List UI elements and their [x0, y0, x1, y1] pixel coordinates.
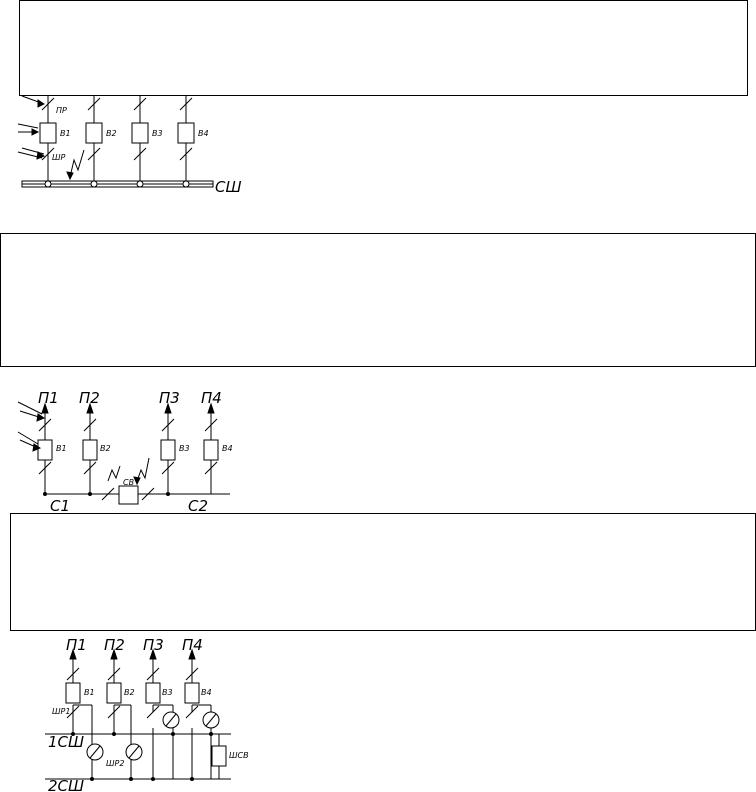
text-frame-1	[19, 0, 748, 96]
label-b2: В2	[106, 129, 117, 138]
breaker-b1	[39, 122, 57, 144]
label-p2: П2	[79, 389, 100, 407]
scheme-3-double-bus	[45, 648, 231, 781]
label-b3: В3	[162, 688, 173, 697]
breaker-b3	[131, 122, 149, 144]
label-b1: В1	[60, 129, 71, 138]
label-p3: П3	[143, 636, 164, 654]
bus-coupler-shsv	[211, 745, 227, 767]
scheme-1-labels: ПР В1 В2 В3 В4 ШР СШ	[52, 106, 242, 196]
label-b1: В1	[84, 688, 95, 697]
text-frame-3	[10, 513, 756, 631]
label-1sh-bus: 1СШ	[48, 733, 84, 751]
scheme-3-labels: П1 П2 П3 П4 В1 В2 В3 В4 ШР1 ШР2 ШСВ 1СШ …	[48, 636, 249, 792]
label-p3: П3	[159, 389, 180, 407]
label-shr: ШР	[52, 153, 66, 162]
breaker-b4	[177, 122, 195, 144]
breaker-b2	[85, 122, 103, 144]
text-frame-2	[0, 233, 756, 367]
label-p4: П4	[201, 389, 222, 407]
label-b1: В1	[56, 444, 67, 453]
label-b4: В4	[198, 129, 209, 138]
label-shr1: ШР1	[52, 707, 70, 716]
label-b3: В3	[179, 444, 190, 453]
scheme-2-sectioned-bus	[17, 401, 230, 505]
label-p1: П1	[66, 636, 87, 654]
label-section-c1: С1	[50, 497, 70, 515]
label-sv: СВ	[123, 478, 134, 487]
label-shsv: ШСВ	[229, 751, 249, 760]
sectional-breaker	[118, 485, 139, 505]
label-shr2: ШР2	[106, 759, 124, 768]
label-p2: П2	[104, 636, 125, 654]
scheme-2-labels: П1 П2 П3 П4 В1 В2 В3 В4 СВ С1 С2	[38, 389, 233, 515]
label-sh-bus: СШ	[215, 178, 242, 196]
label-b2: В2	[100, 444, 111, 453]
label-b2: В2	[124, 688, 135, 697]
label-b4: В4	[222, 444, 233, 453]
label-b4: В4	[201, 688, 212, 697]
label-p1: П1	[38, 389, 59, 407]
label-section-c2: С2	[188, 497, 208, 515]
label-2sh-bus: 2СШ	[48, 777, 84, 792]
scheme-1-single-bus	[17, 95, 214, 188]
label-pr: ПР	[56, 106, 67, 115]
label-b3: В3	[152, 129, 163, 138]
label-p4: П4	[182, 636, 203, 654]
